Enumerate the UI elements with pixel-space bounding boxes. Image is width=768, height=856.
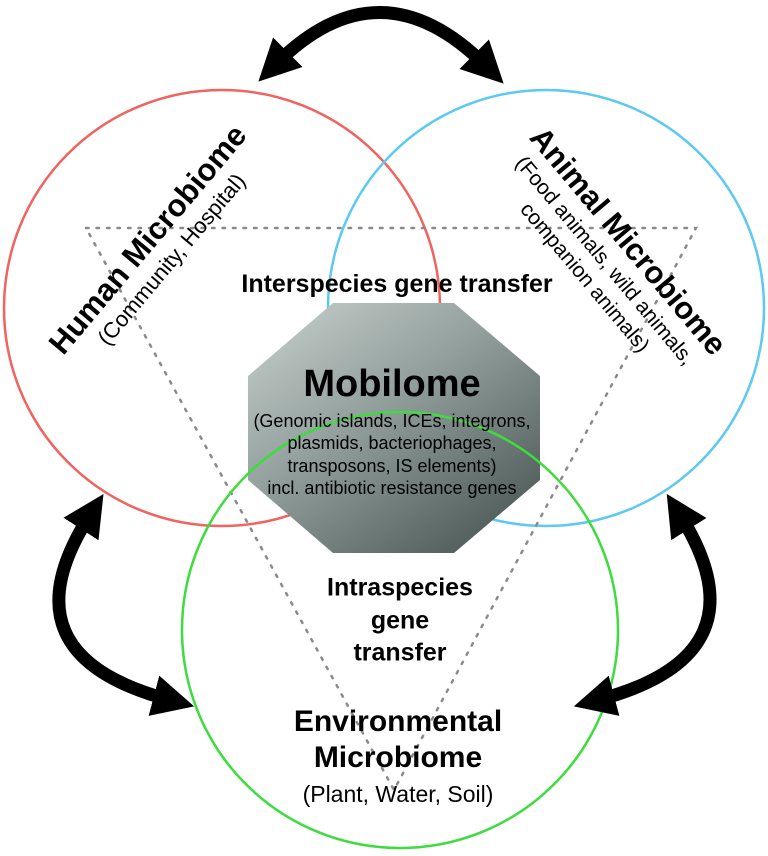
dashed-triangle (83, 226, 699, 793)
gene-transfer-arrow-top (258, 6, 504, 84)
environmental-microbiome-title-line2: Microbiome (313, 741, 483, 775)
intraspecies-line3: transfer (353, 638, 447, 667)
gene-transfer-arrow-right (573, 493, 717, 716)
mobilome-line4: incl. antibiotic resistance genes (267, 478, 517, 499)
mobilome-line2: plasmids, bacteriophages, (287, 433, 497, 454)
intraspecies-line1: Intraspecies (327, 573, 473, 602)
interspecies-gene-transfer-label: Interspecies gene transfer (241, 269, 553, 298)
mobilome-label-block: Mobilome (Genomic islands, ICEs, integro… (253, 363, 531, 500)
environmental-microbiome-label-block: Environmental Microbiome (Plant, Water, … (294, 704, 502, 810)
intraspecies-line2: gene (370, 605, 430, 634)
mobilome-line1: (Genomic islands, ICEs, integrons, (253, 410, 531, 431)
environmental-microbiome-title-line1: Environmental (293, 705, 503, 739)
intraspecies-gene-transfer-label: Intraspecies gene transfer (327, 571, 473, 669)
mobilome-line3: transposons, IS elements) (287, 455, 497, 476)
mobilome-octagon (248, 303, 540, 553)
mobilome-title: Mobilome (303, 363, 481, 406)
gene-transfer-arrow-left (52, 493, 195, 716)
environmental-microbiome-subtitle: (Plant, Water, Soil) (302, 781, 494, 808)
